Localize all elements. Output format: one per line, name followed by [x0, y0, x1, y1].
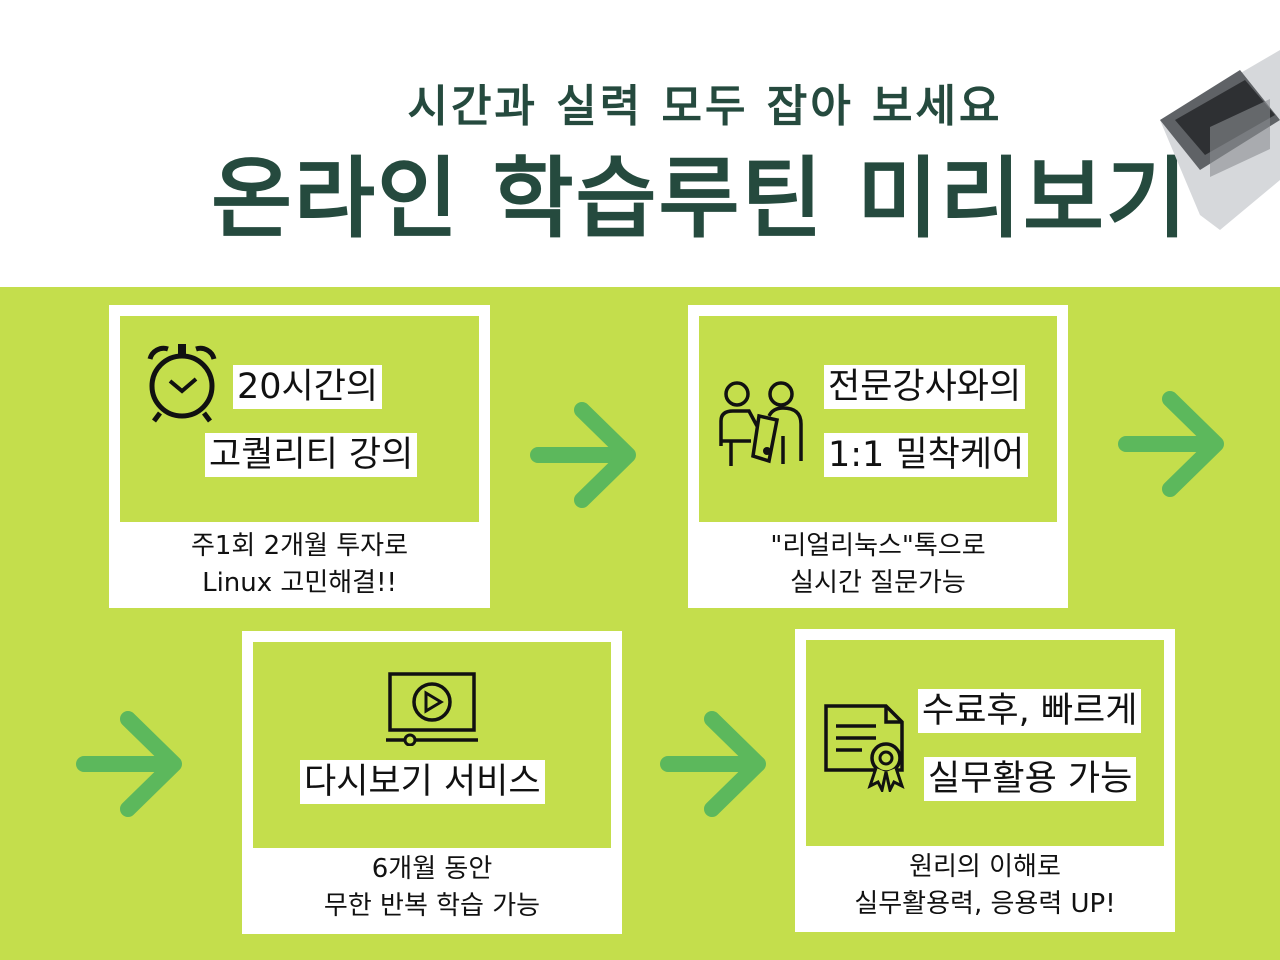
feature-card-practical: 수료후, 빠르게 실무활용 가능 원리의 이해로 실무활용력, 응용력 UP! — [795, 629, 1175, 932]
desc-line1: 주1회 2개월 투자로 — [190, 531, 409, 561]
desc-line2: 실시간 질문가능 — [790, 568, 966, 598]
card-description: "리얼리눅스"톡으로 실시간 질문가능 — [688, 528, 1068, 602]
arrow-right-icon — [530, 402, 636, 508]
feature-card-replay: 다시보기 서비스 6개월 동안 무한 반복 학습 가능 — [242, 631, 622, 934]
desc-line1: "리얼리눅스"톡으로 — [770, 531, 986, 561]
card-title-line1: 20시간의 — [233, 365, 383, 409]
card-title-line2: 1:1 밀착케어 — [824, 433, 1029, 477]
arrow-right-icon — [660, 711, 766, 817]
feature-card-lectures: 20시간의 고퀄리티 강의 주1회 2개월 투자로 Linux 고민해결!! — [109, 305, 490, 608]
card-description: 6개월 동안 무한 반복 학습 가능 — [242, 851, 622, 925]
card-panel: 다시보기 서비스 — [253, 642, 611, 848]
desc-line2: Linux 고민해결!! — [202, 568, 397, 598]
card-panel: 수료후, 빠르게 실무활용 가능 — [806, 640, 1164, 846]
desc-line1: 원리의 이해로 — [909, 852, 1061, 882]
card-title-line1: 수료후, 빠르게 — [918, 689, 1142, 733]
laptop-icon — [1160, 50, 1280, 230]
alarm-clock-icon — [147, 344, 217, 423]
arrow-right-icon — [1118, 391, 1224, 497]
desc-line2: 무한 반복 학습 가능 — [323, 891, 541, 921]
card-title-line1: 다시보기 서비스 — [300, 760, 545, 804]
card-title-line2: 고퀄리티 강의 — [205, 433, 418, 477]
video-player-icon — [386, 672, 478, 746]
card-panel: 20시간의 고퀄리티 강의 — [120, 316, 479, 522]
feature-card-care: 전문강사와의 1:1 밀착케어 "리얼리눅스"톡으로 실시간 질문가능 — [688, 305, 1068, 608]
content-area: 20시간의 고퀄리티 강의 주1회 2개월 투자로 Linux 고민해결!! — [0, 287, 1280, 960]
arrow-right-icon — [76, 711, 182, 817]
card-description: 주1회 2개월 투자로 Linux 고민해결!! — [109, 528, 490, 602]
desc-line2: 실무활용력, 응용력 UP! — [854, 889, 1116, 919]
page-subtitle: 시간과 실력 모두 잡아 보세요 — [407, 81, 1003, 132]
certificate-icon — [824, 704, 905, 792]
teacher-student-icon — [719, 381, 803, 466]
desc-line1: 6개월 동안 — [371, 854, 493, 884]
header: 시간과 실력 모두 잡아 보세요 온라인 학습루틴 미리보기 — [0, 0, 1280, 287]
page-title: 온라인 학습루틴 미리보기 — [211, 147, 1189, 250]
card-panel: 전문강사와의 1:1 밀착케어 — [699, 316, 1057, 522]
card-title-line1: 전문강사와의 — [824, 365, 1026, 409]
card-title-line2: 실무활용 가능 — [924, 757, 1137, 801]
card-description: 원리의 이해로 실무활용력, 응용력 UP! — [795, 849, 1175, 923]
